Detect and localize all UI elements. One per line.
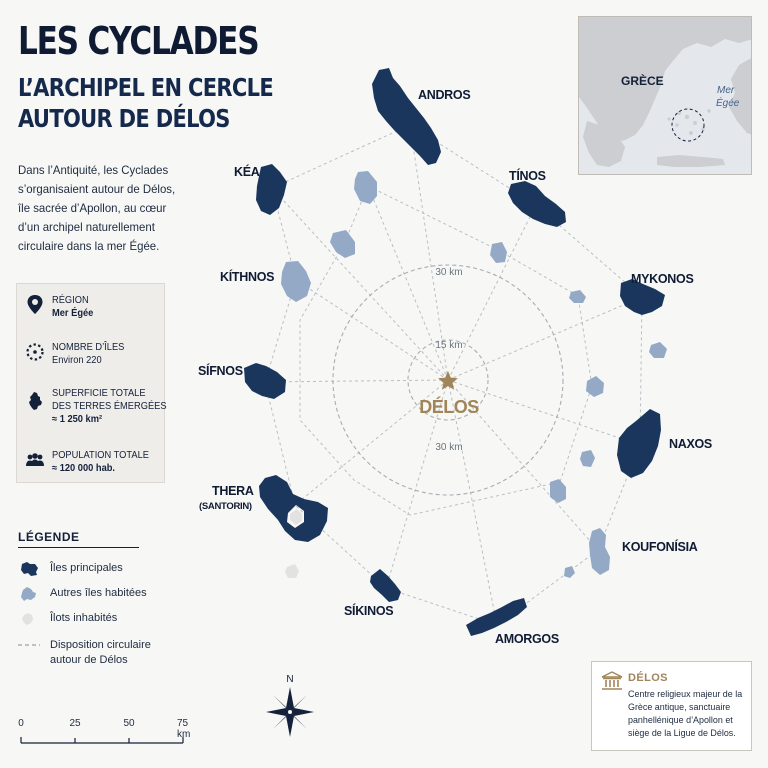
- ring-label-30km-bottom: 30 km: [435, 442, 462, 453]
- other-islands: [281, 171, 667, 578]
- stat-island-count-value: Environ 220: [52, 355, 102, 366]
- scale-label-75: 75 km: [177, 718, 191, 740]
- legend-title: LÉGENDE: [18, 530, 80, 544]
- inset-country-label: GRÈCE: [621, 73, 664, 88]
- scale-bar-graphic: [20, 737, 184, 744]
- label-sikinos: SÍKINOS: [344, 603, 393, 618]
- islet-west: [285, 564, 299, 578]
- dashed-line-swatch: [18, 644, 40, 646]
- label-thera: THERA: [212, 484, 254, 498]
- island-tinos: [508, 181, 566, 227]
- ring-label-15km: 15 km: [435, 340, 462, 351]
- legend-label-line-1: Disposition circulaire: [50, 639, 151, 651]
- islets: [285, 509, 302, 578]
- legend-label: Îlots inhabités: [50, 612, 118, 624]
- inset-islands: [667, 109, 711, 135]
- islet-thera-ring: [290, 509, 302, 525]
- inset-sea-label-2: Égée: [716, 96, 740, 109]
- page-subtitle: L’ARCHIPEL EN CERCLE AUTOUR DE DÉLOS: [18, 72, 274, 134]
- legend-label-line-2: autour de Délos: [50, 654, 128, 666]
- island-gyaros: [490, 242, 507, 263]
- islet-swatch: [22, 613, 33, 625]
- label-naxos: NAXOS: [669, 437, 712, 451]
- inset-map-graphic: GRÈCE Mer Égée: [579, 17, 751, 174]
- ring-label-30km-top: 30 km: [435, 267, 462, 278]
- compass-rose-icon: [266, 687, 314, 737]
- island-syros: [354, 171, 377, 204]
- island-shape-icon: [29, 392, 42, 410]
- island-andros: [372, 68, 441, 165]
- label-andros: ANDROS: [418, 88, 470, 102]
- compass-north-label: N: [286, 674, 293, 685]
- inset-mainland: [579, 17, 751, 141]
- delos-star-icon: [438, 371, 458, 390]
- island-small-sse: [564, 566, 575, 578]
- legend-label: Autres îles habitées: [50, 587, 147, 599]
- island-paros: [586, 376, 604, 397]
- island-kithnos: [281, 261, 311, 302]
- label-kithnos: KÍTHNOS: [220, 269, 274, 284]
- island-mykonos: [620, 279, 665, 315]
- label-thera-santorin: (SANTORIN): [199, 501, 252, 512]
- dotted-circle-icon: [26, 343, 44, 361]
- delos-label: DÉLOS: [419, 396, 479, 417]
- label-sifnos: SÍFNOS: [198, 363, 243, 378]
- inset-map: GRÈCE Mer Égée: [578, 16, 752, 175]
- stat-population-value: ≈ 120 000 hab.: [52, 463, 116, 474]
- info-box-title: DÉLOS: [628, 672, 668, 684]
- inset-peloponnese: [583, 121, 625, 167]
- scale-bar: 0 25 50 75 km: [16, 718, 216, 748]
- location-pin-icon: [27, 295, 43, 314]
- stats-panel: RÉGION Mer Égée NOMBRE D’ÎLES Environ 22…: [16, 283, 167, 483]
- stat-region-value: Mer Égée: [52, 308, 94, 319]
- inset-cyclades-marker: [671, 108, 705, 142]
- inset-sea-label-1: Mer: [717, 85, 735, 96]
- stat-surface-value: ≈ 1 250 km²: [52, 414, 103, 425]
- intro-text: Dans l’Antiquité, les Cyclades s’organis…: [18, 163, 176, 253]
- legend-label: Îles principales: [50, 562, 123, 574]
- subtitle-line-1: L’ARCHIPEL EN CERCLE: [18, 73, 274, 102]
- stat-island-count-label: NOMBRE D’ÎLES: [52, 342, 125, 353]
- connection-lines: [264, 124, 643, 626]
- main-island-swatch: [21, 562, 38, 576]
- people-icon: [26, 453, 44, 466]
- stat-surface-label-2: DES TERRES ÉMERGÉES: [52, 401, 167, 412]
- delos-info-box: DÉLOS Centre religieux majeur de la Grèc…: [591, 661, 752, 751]
- info-box-text: Centre religieux majeur de la Grèce anti…: [628, 689, 743, 739]
- stat-region-label: RÉGION: [52, 295, 89, 306]
- label-tinos: TÍNOS: [509, 168, 546, 183]
- scale-label-0: 0: [18, 718, 24, 729]
- island-sikinos: [370, 569, 401, 602]
- island-small-east: [649, 342, 667, 358]
- subtitle-line-2: AUTOUR DE DÉLOS: [18, 104, 230, 133]
- stat-surface-label-1: SUPERFICIE TOTALE: [52, 388, 146, 399]
- island-koufonisia: [589, 528, 610, 575]
- island-naxos: [617, 409, 661, 478]
- legend-divider: [18, 547, 139, 548]
- island-rineia: [569, 290, 586, 303]
- label-kea: KÉA: [234, 164, 260, 179]
- label-amorgos: AMORGOS: [495, 632, 559, 646]
- other-island-swatch: [21, 587, 36, 601]
- inset-turkey: [729, 58, 751, 135]
- island-antiparos: [580, 450, 595, 467]
- island-sifnos: [244, 363, 286, 399]
- inset-crete: [657, 155, 725, 167]
- island-ios: [550, 479, 566, 503]
- label-koufonisia: KOUFONÍSIA: [622, 539, 698, 554]
- temple-icon: [601, 671, 623, 690]
- island-thera: [259, 475, 328, 542]
- scale-label-50: 50: [123, 718, 135, 729]
- island-amorgos: [466, 598, 527, 636]
- page-title: LES CYCLADES: [18, 19, 260, 63]
- scale-label-25: 25: [69, 718, 81, 729]
- island-kea: [256, 164, 287, 215]
- main-islands: [244, 68, 665, 636]
- label-mykonos: MYKONOS: [631, 272, 694, 286]
- stat-population-label: POPULATION TOTALE: [52, 450, 149, 461]
- distance-rings: [332, 264, 564, 496]
- island-serifos: [330, 230, 355, 258]
